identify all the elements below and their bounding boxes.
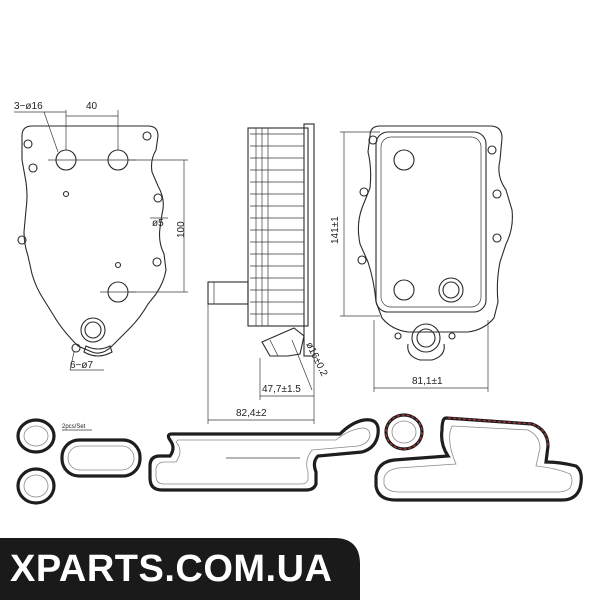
cooling-fins xyxy=(250,128,304,326)
flange-view: 3−ø16 40 ø5 100 6−ø7 xyxy=(14,101,188,371)
gasket-label: 2pcs/Set xyxy=(62,424,86,430)
small-hole xyxy=(114,261,122,269)
mount-hole xyxy=(23,139,33,149)
spigot-inner xyxy=(416,328,436,348)
port-hole xyxy=(438,277,464,303)
watermark-bar xyxy=(0,538,360,600)
round-gasket xyxy=(16,418,56,454)
small-hole xyxy=(62,190,70,198)
spigot-outer xyxy=(80,317,106,343)
round-gasket-inner xyxy=(391,420,417,444)
dim-small-hole: ø5 xyxy=(152,218,164,229)
dim-core-height: 141±1 xyxy=(330,216,341,244)
pipe-ring xyxy=(269,339,279,357)
mount-hole xyxy=(152,257,162,267)
long-gasket xyxy=(148,418,380,492)
long-gasket-accent xyxy=(447,417,549,447)
dim-core-width: 81,1±1 xyxy=(412,376,443,387)
mount-hole xyxy=(71,343,81,353)
core-plate-inner xyxy=(380,136,482,308)
mount-hole xyxy=(492,233,502,243)
small-hole xyxy=(394,332,402,340)
dim-total-depth: 82,4±2 xyxy=(236,408,267,419)
mount-hole xyxy=(28,163,38,173)
leader-line xyxy=(291,339,313,391)
core-body xyxy=(247,127,309,327)
spigot-inner xyxy=(84,321,102,339)
mount-hole xyxy=(487,145,497,155)
mount-hole xyxy=(17,235,27,245)
oval-gasket-inner xyxy=(67,445,135,471)
mount-hole xyxy=(142,131,152,141)
mount-hole xyxy=(492,189,502,199)
mount-hole xyxy=(368,135,378,145)
side-pipe xyxy=(207,281,249,305)
port-hole-inner xyxy=(442,281,460,299)
port-hole xyxy=(393,279,415,301)
mount-hole xyxy=(357,255,367,265)
dim-holes-small: 6−ø7 xyxy=(70,360,94,371)
leader-line xyxy=(43,111,59,153)
mount-plate xyxy=(303,123,315,357)
bent-pipe xyxy=(261,327,305,357)
spigot-base xyxy=(83,345,113,357)
side-view: 47,7±1.5 82,4±2 ø16±0.2 xyxy=(207,123,329,424)
gasket-set: 2pcs/Set xyxy=(16,413,583,505)
dim-height-spacing: 100 xyxy=(176,221,187,238)
round-gasket-inner xyxy=(23,425,49,447)
port-hole xyxy=(393,149,415,171)
mount-hole xyxy=(153,193,163,203)
spigot-outer xyxy=(411,323,441,353)
spigot-base xyxy=(407,343,445,361)
small-hole xyxy=(448,332,456,340)
dim-pipe-diameter: ø16±0.2 xyxy=(303,340,329,378)
leader-line xyxy=(69,351,75,371)
round-gasket xyxy=(16,467,56,505)
round-gasket-accent xyxy=(385,414,423,450)
watermark-text: XPARTS.COM.UA xyxy=(10,548,333,590)
flange-outline xyxy=(21,125,167,354)
dim-top-spacing: 40 xyxy=(86,101,98,112)
oval-gasket xyxy=(60,438,142,478)
mount-hole xyxy=(359,187,369,197)
dim-holes-large: 3−ø16 xyxy=(14,101,43,112)
long-gasket xyxy=(374,416,583,502)
round-gasket-inner xyxy=(23,474,49,498)
front-flange xyxy=(357,125,513,333)
front-view: 141±1 81,1±1 xyxy=(330,125,513,392)
core-plate xyxy=(375,131,487,313)
dim-pipe-offset: 47,7±1.5 xyxy=(262,384,301,395)
